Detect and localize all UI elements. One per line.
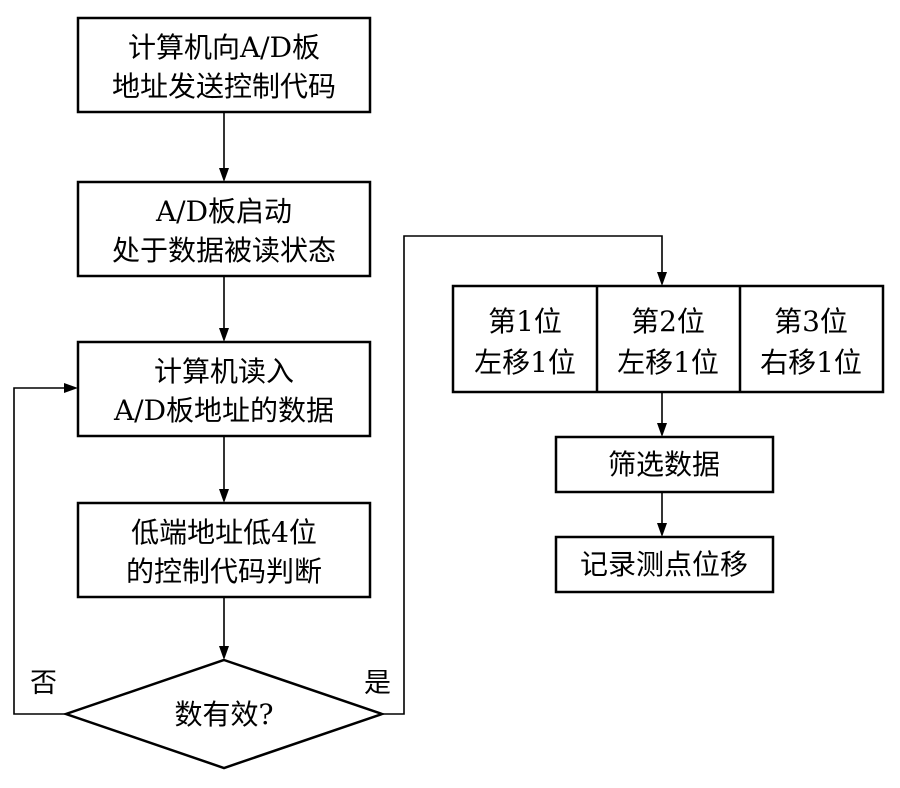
decision-data-valid-label: 数有效? (174, 698, 273, 731)
step-ad-board-start-line2: 处于数据被读状态 (112, 234, 336, 267)
arrow-step1-to-step2 (219, 112, 229, 182)
step-ad-board-start-line1: A/D板启动 (155, 195, 292, 228)
shift-cell-3-line1: 第3位 (774, 305, 848, 338)
label-no: 否 (30, 668, 57, 699)
loop-no-branch (13, 383, 78, 715)
label-yes: 是 (364, 668, 391, 699)
arrow-step4-to-decision (219, 597, 229, 660)
shift-table: 第1位 左移1位 第2位 左移1位 第3位 右移1位 (451, 284, 885, 394)
arrow-step3-to-step4 (219, 436, 229, 503)
step-read-data-line1: 计算机读入 (154, 355, 294, 388)
arrow-table-to-filter (657, 392, 667, 437)
step-send-control-code-line2: 地址发送控制代码 (112, 70, 336, 103)
step-record-displacement-label: 记录测点位移 (580, 548, 748, 581)
step-filter-data: 筛选数据 (554, 435, 775, 494)
shift-cell-2-line2: 左移1位 (617, 346, 719, 379)
step-judge-control-code-line2: 的控制代码判断 (126, 555, 322, 588)
step-send-control-code-line1: 计算机向A/D板 (128, 31, 320, 64)
step-send-control-code: 计算机向A/D板 地址发送控制代码 (76, 16, 372, 114)
step-judge-control-code: 低端地址低4位 的控制代码判断 (76, 501, 372, 599)
decision-data-valid: 数有效? (62, 658, 386, 770)
shift-cell-3-line2: 右移1位 (760, 346, 862, 379)
shift-cell-1-line2: 左移1位 (474, 346, 576, 379)
arrow-step2-to-step3 (219, 276, 229, 342)
step-record-displacement: 记录测点位移 (554, 535, 775, 594)
shift-cell-2-line1: 第2位 (631, 305, 705, 338)
step-filter-data-label: 筛选数据 (608, 448, 720, 481)
step-judge-control-code-line1: 低端地址低4位 (131, 516, 317, 549)
loop-yes-branch (382, 235, 667, 715)
step-ad-board-start: A/D板启动 处于数据被读状态 (76, 180, 372, 278)
step-read-data-line2: A/D板地址的数据 (113, 394, 334, 427)
arrow-filter-to-record (657, 492, 667, 537)
shift-cell-1-line1: 第1位 (488, 305, 562, 338)
step-read-data: 计算机读入 A/D板地址的数据 (76, 340, 372, 438)
